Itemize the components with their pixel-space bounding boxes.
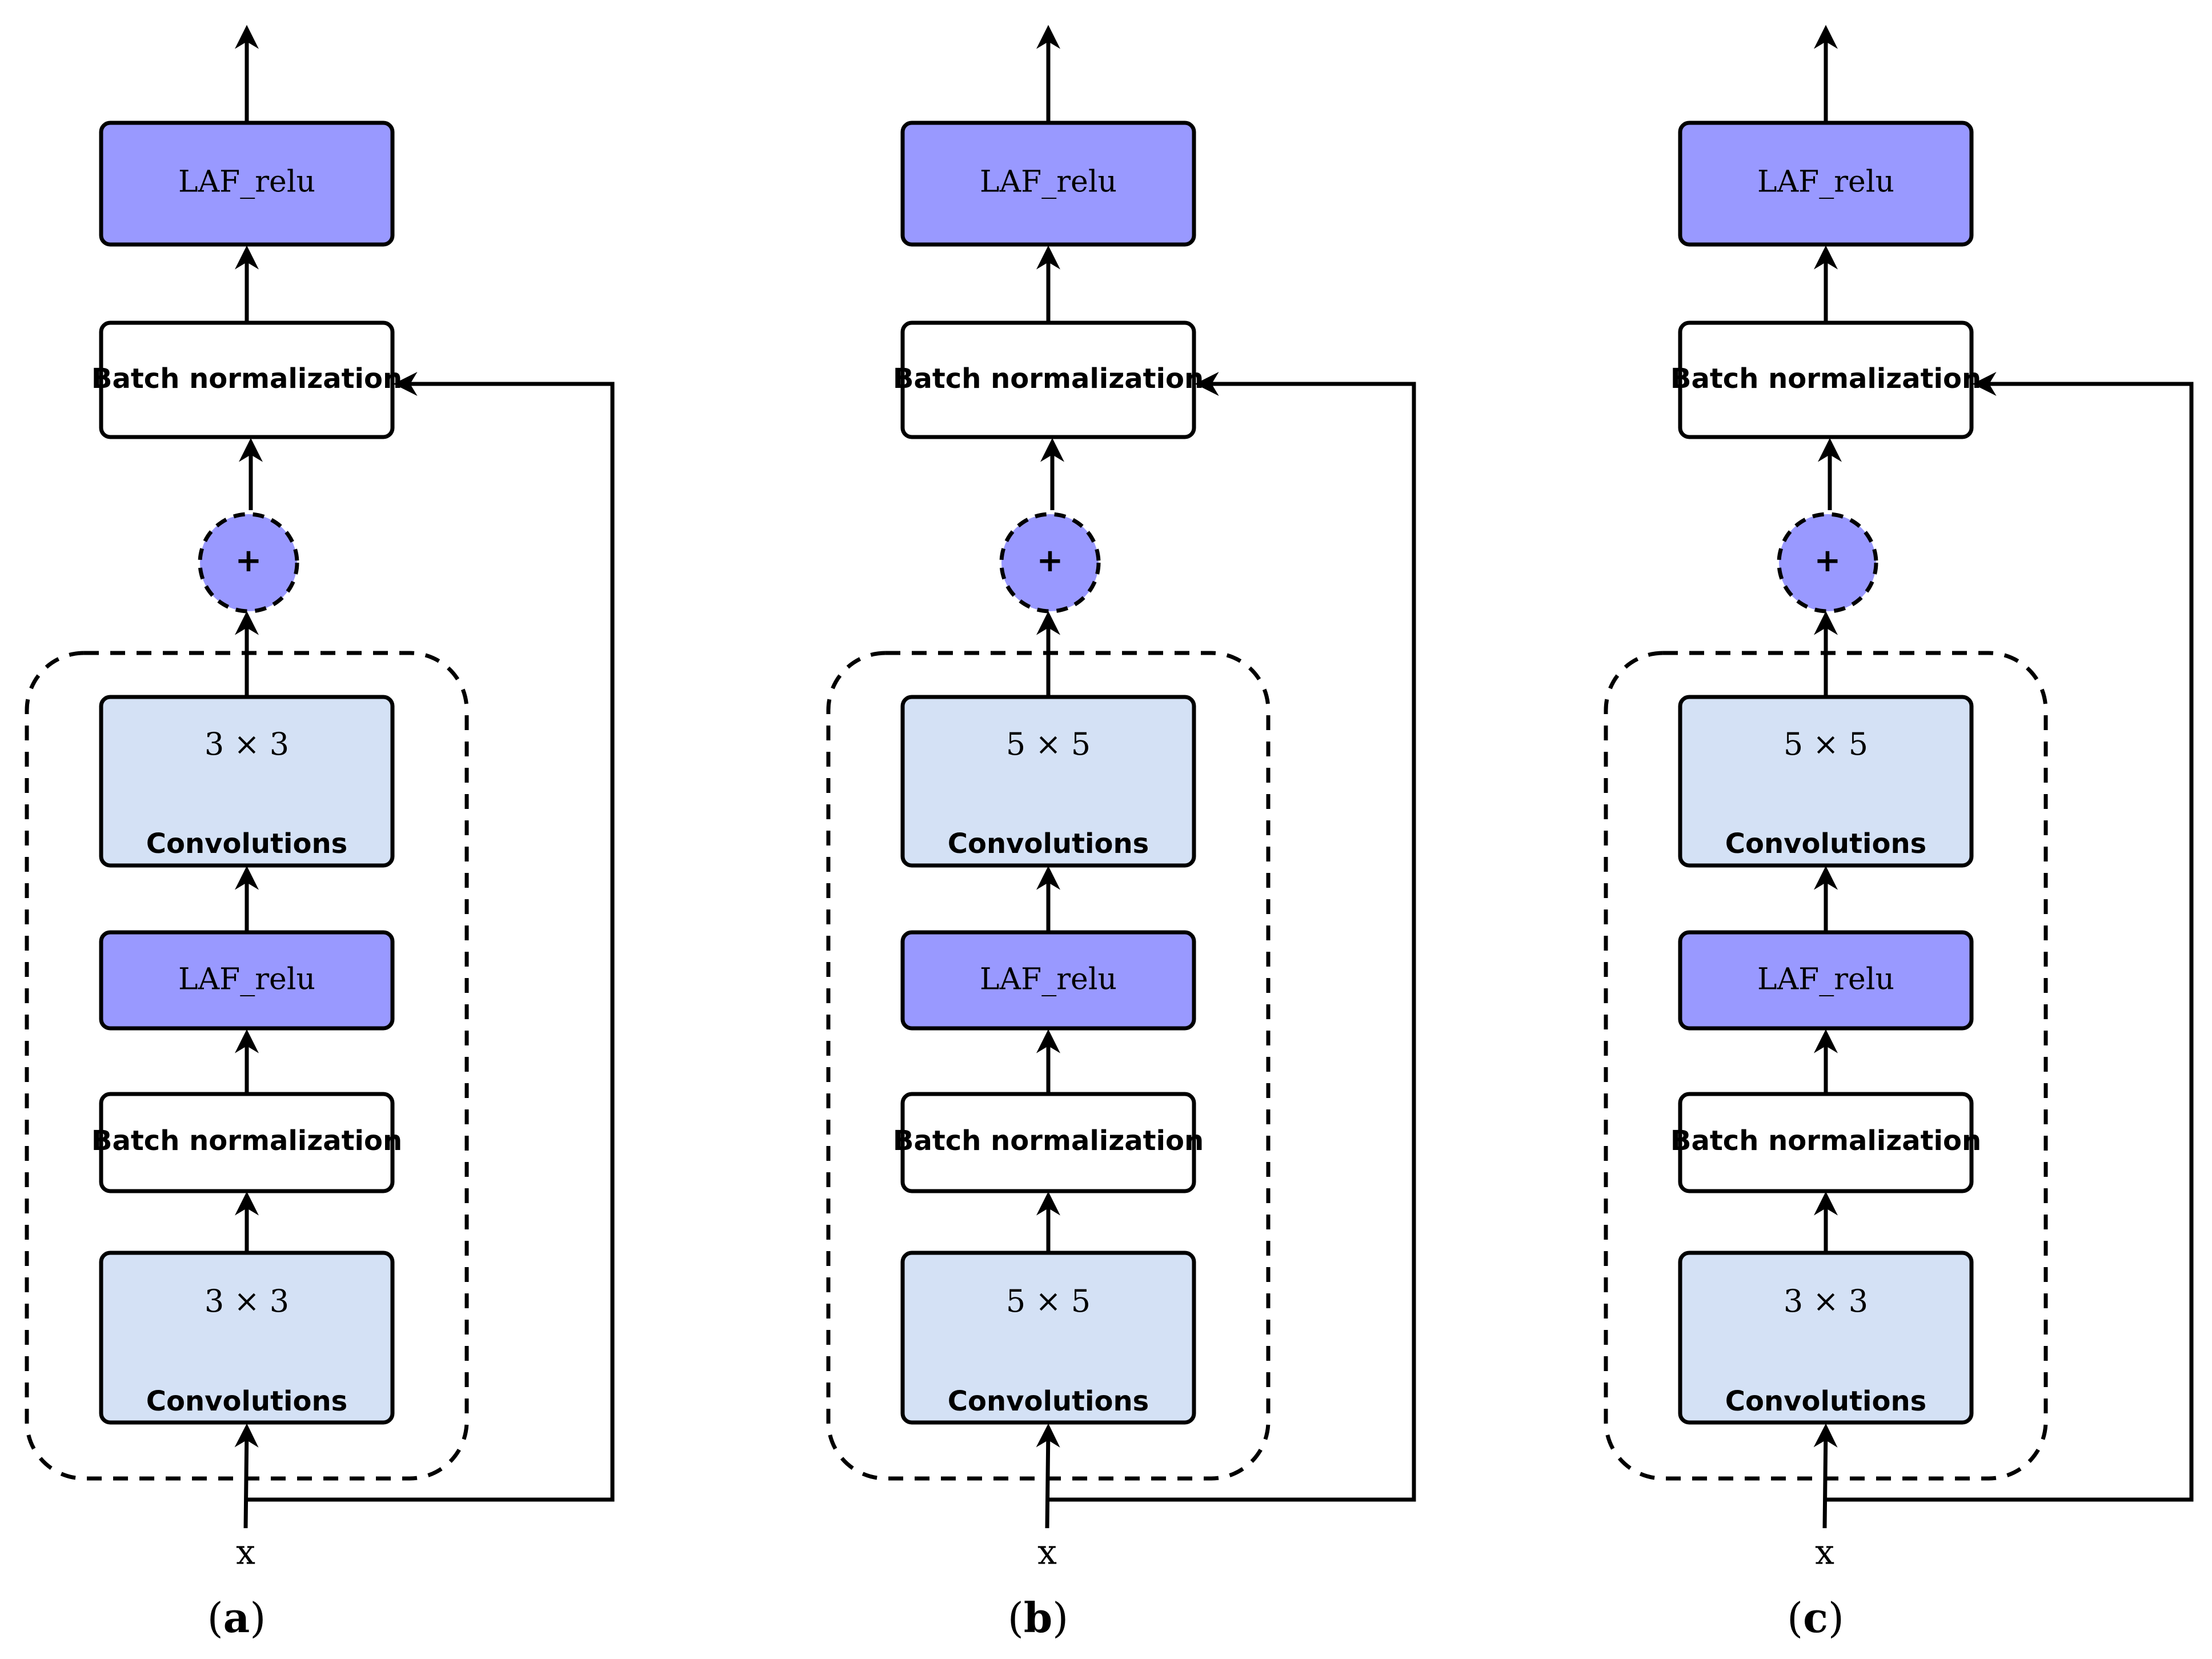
post-norm-label: Batch normalization xyxy=(1670,363,1981,395)
mid-activation-block xyxy=(1678,930,1974,1031)
conv-upper-kernel: 3 × 3 xyxy=(205,726,289,762)
conv-lower-kernel: 3 × 3 xyxy=(1784,1283,1868,1319)
caption-close-paren: ) xyxy=(1828,1594,1844,1642)
caption-letter: c xyxy=(1803,1593,1828,1642)
input-arrow xyxy=(1036,1423,1060,1529)
conv-upper-block xyxy=(1678,695,1974,868)
add-symbol: + xyxy=(1814,542,1841,579)
add-node xyxy=(198,512,299,614)
skip-connection xyxy=(1825,372,2194,1502)
conv-lower-block xyxy=(1678,1251,1974,1425)
inner-norm-block xyxy=(1678,1092,1974,1193)
top-activation-label: LAF_relu xyxy=(980,165,1117,199)
inner-norm-block xyxy=(99,1092,395,1193)
conv-upper-label: Convolutions xyxy=(146,828,347,860)
skip-connection xyxy=(246,372,615,1502)
conv-lower-kernel: 3 × 3 xyxy=(205,1283,289,1319)
caption-letter: a xyxy=(223,1593,250,1642)
conv-upper-label: Convolutions xyxy=(1725,828,1926,860)
mid-activation-block xyxy=(99,930,395,1031)
inner-norm-block xyxy=(900,1092,1196,1193)
inner-norm-label: Batch normalization xyxy=(91,1125,402,1157)
add-symbol: + xyxy=(235,542,262,579)
panel-caption: (a) xyxy=(207,1593,266,1642)
mid-activation-label: LAF_relu xyxy=(178,963,315,997)
input-label: x xyxy=(1037,1533,1057,1573)
conv-lower-label: Convolutions xyxy=(1725,1385,1926,1417)
conv-upper-block xyxy=(900,695,1196,868)
add-node xyxy=(999,512,1101,614)
inner-norm-label: Batch normalization xyxy=(1670,1125,1981,1157)
input-label: x xyxy=(236,1533,255,1573)
skip-connection xyxy=(1047,372,1416,1502)
post-norm-label: Batch normalization xyxy=(91,363,402,395)
conv-lower-label: Convolutions xyxy=(948,1385,1149,1417)
conv-lower-block xyxy=(900,1251,1196,1425)
top-activation-block xyxy=(900,121,1196,247)
caption-open-paren: ( xyxy=(1787,1594,1803,1642)
add-symbol: + xyxy=(1037,542,1064,579)
input-label: x xyxy=(1815,1533,1834,1573)
conv-upper-label: Convolutions xyxy=(948,828,1149,860)
caption-open-paren: ( xyxy=(1008,1594,1024,1642)
mid-activation-label: LAF_relu xyxy=(980,963,1117,997)
caption-close-paren: ) xyxy=(1052,1594,1068,1642)
conv-lower-kernel: 5 × 5 xyxy=(1006,1283,1091,1319)
caption-open-paren: ( xyxy=(207,1594,223,1642)
top-activation-label: LAF_relu xyxy=(178,165,315,199)
top-activation-block xyxy=(1678,121,1974,247)
top-activation-label: LAF_relu xyxy=(1757,165,1894,199)
panel-caption: (b) xyxy=(1008,1593,1069,1642)
post-norm-block xyxy=(900,320,1196,439)
mid-activation-block xyxy=(900,930,1196,1031)
post-norm-block xyxy=(1678,320,1974,439)
input-arrow xyxy=(1813,1423,1838,1529)
inner-norm-label: Batch normalization xyxy=(893,1125,1204,1157)
input-arrow xyxy=(234,1423,259,1529)
caption-close-paren: ) xyxy=(250,1594,266,1642)
conv-upper-kernel: 5 × 5 xyxy=(1784,726,1868,762)
panel-caption: (c) xyxy=(1787,1593,1844,1642)
add-node xyxy=(1777,512,1878,614)
conv-upper-kernel: 5 × 5 xyxy=(1006,726,1091,762)
post-norm-label: Batch normalization xyxy=(893,363,1204,395)
caption-letter: b xyxy=(1024,1593,1052,1642)
post-norm-block xyxy=(99,320,395,439)
mid-activation-label: LAF_relu xyxy=(1757,963,1894,997)
conv-upper-block xyxy=(99,695,395,868)
conv-lower-block xyxy=(99,1251,395,1425)
conv-lower-label: Convolutions xyxy=(146,1385,347,1417)
top-activation-block xyxy=(99,121,395,247)
